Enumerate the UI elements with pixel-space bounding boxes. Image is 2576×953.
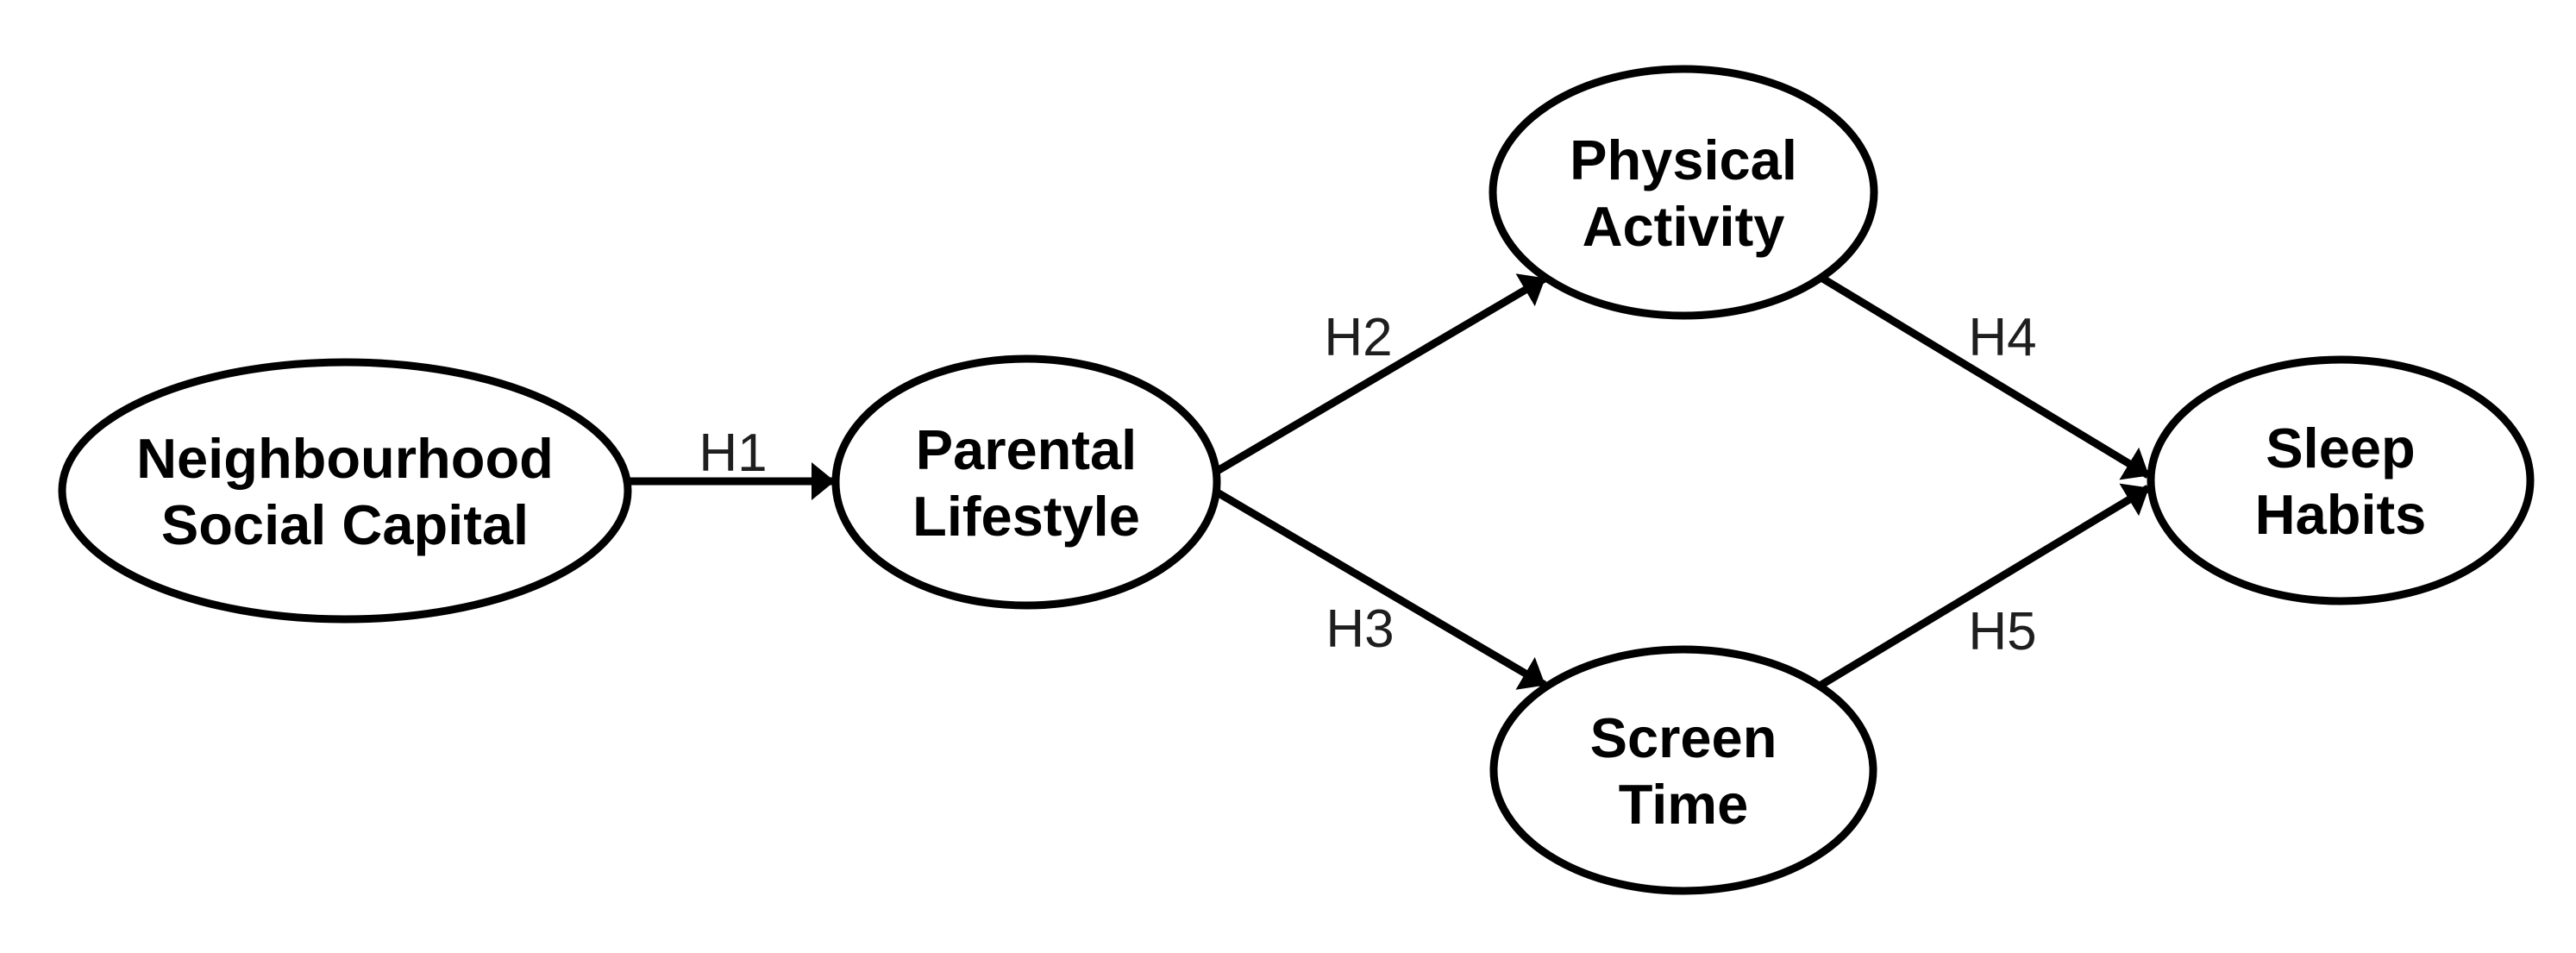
edge-h3-arrow <box>1207 485 1547 690</box>
node-physical-activity-label-line1: Physical <box>1570 129 1797 191</box>
node-parental-lifestyle-ellipse <box>831 354 1221 610</box>
node-sleep-habits-label-line2: Habits <box>2255 483 2427 546</box>
edge-h5-label: H5 <box>1968 602 2036 661</box>
edge-h4-arrow <box>1819 274 2151 480</box>
edge-h2-label: H2 <box>1324 308 1392 367</box>
edge-h5: H5 <box>1819 483 2151 688</box>
edge-h2: H2 <box>1207 273 1547 479</box>
node-neighbourhood-social-capital-ellipse <box>58 358 632 624</box>
node-sleep-habits-label-line1: Sleep <box>2266 417 2415 480</box>
edge-h1-label: H1 <box>699 423 767 483</box>
node-physical-activity: Physical Activity <box>1489 65 1878 320</box>
node-parental-lifestyle-label-line1: Parental <box>916 418 1138 481</box>
edge-h2-arrow <box>1207 273 1547 479</box>
edge-h3: H3 <box>1207 485 1547 690</box>
node-physical-activity-ellipse <box>1489 65 1878 320</box>
node-physical-activity-label-line2: Activity <box>1583 195 1785 258</box>
node-screen-time: Screen Time <box>1489 645 1877 895</box>
edge-h4-label: H4 <box>1968 308 2036 367</box>
node-parental-lifestyle: Parental Lifestyle <box>831 354 1221 610</box>
node-neighbourhood-social-capital-label-line1: Neighbourhood <box>136 427 554 490</box>
node-sleep-habits-ellipse <box>2147 355 2535 605</box>
node-screen-time-ellipse <box>1489 645 1877 895</box>
node-neighbourhood-social-capital-label-line2: Social Capital <box>161 493 529 556</box>
edge-h5-arrow <box>1819 483 2151 688</box>
edge-h1: H1 <box>630 423 835 500</box>
node-screen-time-label-line1: Screen <box>1590 706 1777 769</box>
edge-h4: H4 <box>1819 274 2151 480</box>
node-neighbourhood-social-capital: Neighbourhood Social Capital <box>58 358 632 624</box>
edge-h3-label: H3 <box>1326 599 1394 659</box>
node-sleep-habits: Sleep Habits <box>2147 355 2535 605</box>
node-parental-lifestyle-label-line2: Lifestyle <box>912 485 1140 548</box>
node-screen-time-label-line2: Time <box>1619 773 1749 836</box>
